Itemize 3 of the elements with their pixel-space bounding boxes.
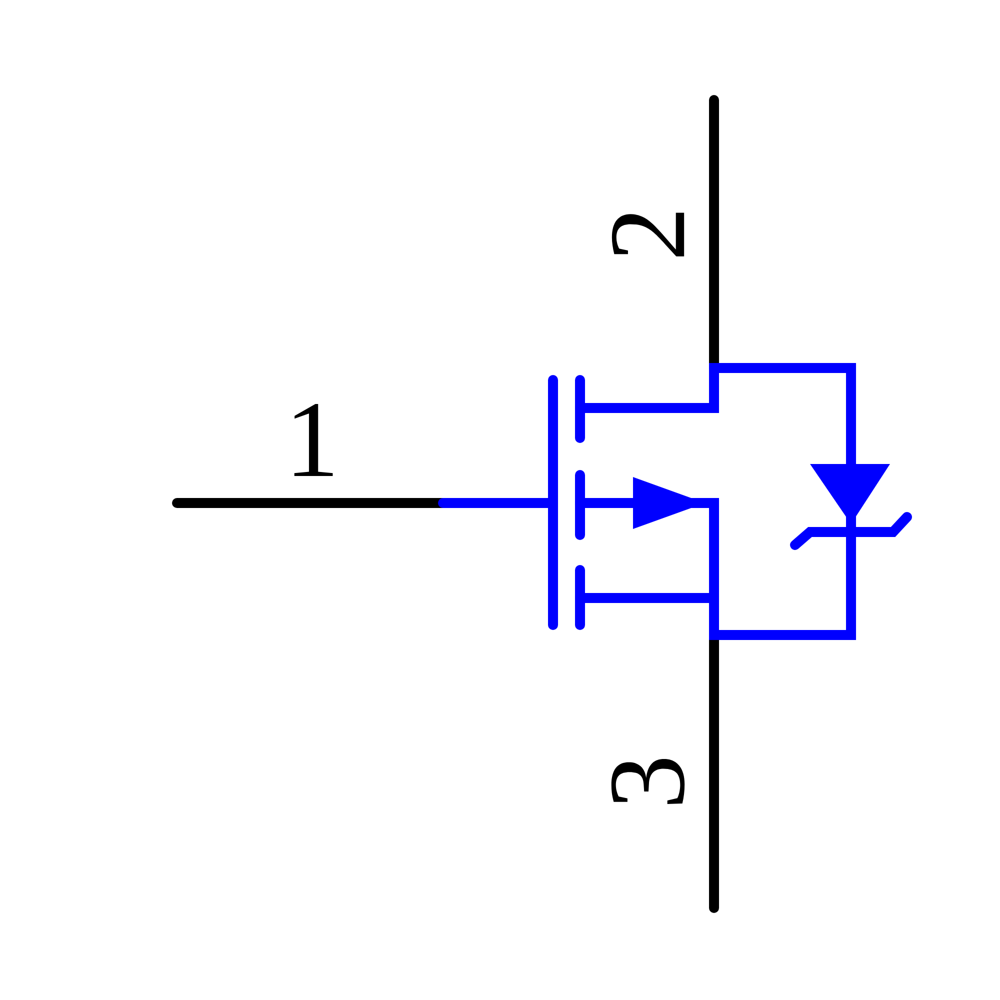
pin-number: 2: [612, 212, 684, 256]
pin-number: 1: [294, 404, 333, 476]
pin-number: 3: [611, 759, 685, 804]
